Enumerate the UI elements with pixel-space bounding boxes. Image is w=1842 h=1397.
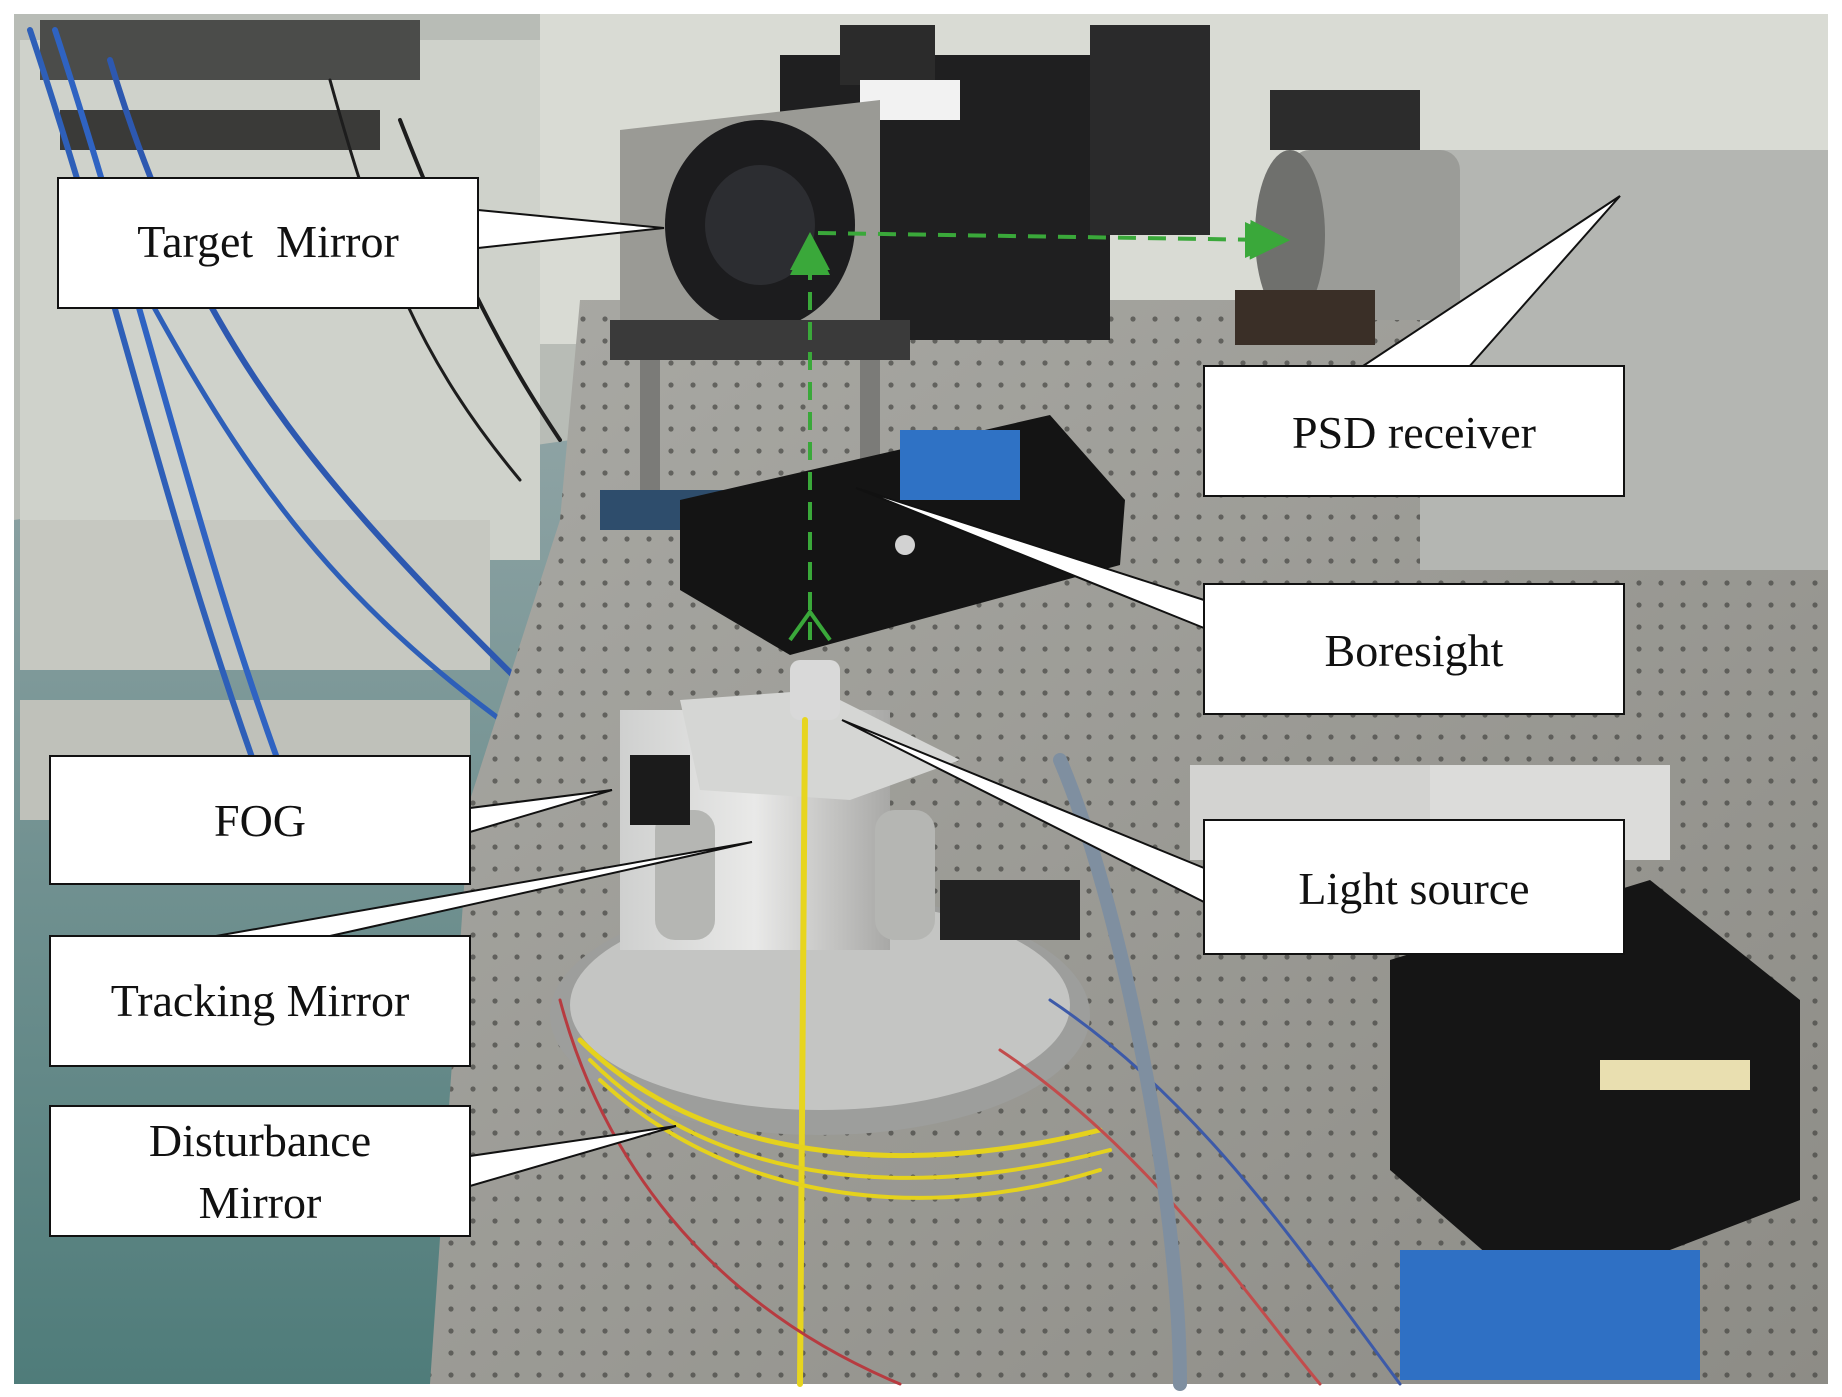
- label-disturbance-mirror-line2: Mirror: [199, 1177, 322, 1228]
- psd-receiver-device: [1235, 150, 1828, 570]
- callout-psd-receiver: PSD receiver: [1203, 195, 1625, 497]
- tracking-platform: [550, 660, 1090, 1135]
- back-equipment: [780, 25, 1420, 340]
- beam-source-tail: [788, 608, 832, 642]
- callout-tracking-mirror: Tracking Mirror: [49, 841, 753, 1067]
- callout-fog: FOG: [49, 755, 613, 885]
- callout-light-source: Light source: [841, 719, 1625, 955]
- beam-arrowheads: [788, 222, 1285, 642]
- callout-boresight: Boresight: [855, 487, 1625, 715]
- wiring: [558, 717, 1402, 1391]
- label-target-mirror: Target Mirror: [137, 216, 399, 267]
- beam-path: [790, 219, 1290, 640]
- label-light-source: Light source: [1298, 863, 1529, 914]
- callouts: Target Mirror PSD receiver Boresight FOG…: [49, 177, 1625, 1237]
- boresight-device: [680, 415, 1125, 655]
- label-disturbance-mirror-line1: Disturbance: [149, 1115, 371, 1166]
- driver-box: [1190, 765, 1800, 1380]
- callout-disturbance-mirror: Disturbance Mirror: [49, 1105, 677, 1237]
- callout-target-mirror: Target Mirror: [57, 177, 665, 309]
- beam-right-arrowhead: [1245, 222, 1285, 258]
- label-boresight: Boresight: [1325, 625, 1504, 676]
- label-fog: FOG: [214, 795, 306, 846]
- beam-up-arrowhead: [790, 232, 830, 270]
- beam-horizontal: [817, 219, 1290, 260]
- label-psd-receiver: PSD receiver: [1292, 407, 1536, 458]
- label-tracking-mirror: Tracking Mirror: [111, 975, 410, 1026]
